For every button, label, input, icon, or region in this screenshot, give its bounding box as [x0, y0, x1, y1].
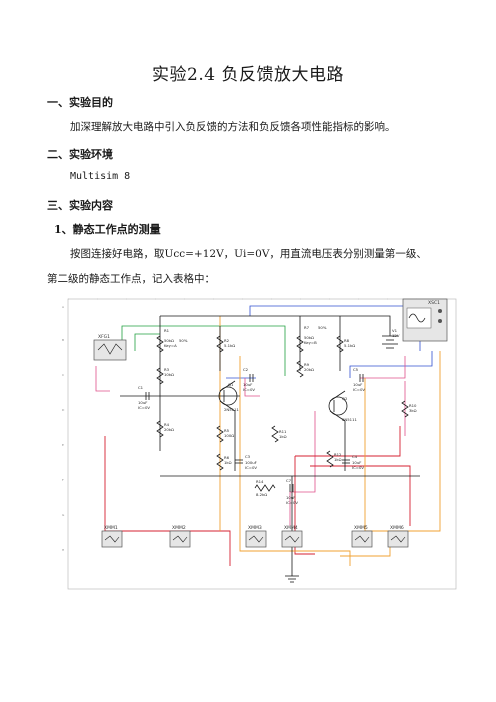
value-r4: 20kΩ	[164, 427, 174, 432]
wire-black	[120, 315, 420, 583]
value-c7: 10uF	[286, 495, 295, 500]
svg-text:H: H	[62, 548, 64, 552]
svg-text:D: D	[62, 408, 65, 412]
svg-text:F: F	[62, 478, 64, 482]
capacitors	[145, 374, 364, 492]
ic-c4: IC=0V	[352, 465, 364, 470]
oscilloscope-xsc1	[402, 298, 448, 342]
multimeter-label-3: XMM3	[248, 525, 262, 531]
multimeter-label-1: XMM1	[104, 525, 118, 531]
function-generator-xfg1	[93, 339, 127, 361]
label-c1: C1	[138, 385, 144, 390]
value-r7: 50kΩ	[304, 335, 314, 340]
value-c5: 10uF	[353, 382, 362, 387]
label-r6: R6	[224, 455, 230, 460]
sheet-frame	[67, 298, 457, 590]
label-r2: R2	[224, 338, 230, 343]
value-r1: 50kΩ	[164, 338, 174, 343]
value-c3: 100uF	[245, 460, 257, 465]
value-r11: 1kΩ	[279, 434, 287, 439]
percent-r7: 50%	[318, 325, 327, 330]
label-r7: R7	[304, 325, 310, 330]
instruction-line-2: 第二级的静态工作点，记入表格中：	[47, 273, 215, 285]
value-r12: 1kΩ	[334, 457, 342, 462]
svg-text:G: G	[62, 513, 65, 517]
multimeter-label-2: XMM2	[172, 525, 186, 531]
resistors	[156, 335, 409, 492]
label-c7: C7	[286, 478, 292, 483]
value-r8: 5.1kΩ	[344, 343, 355, 348]
wire-blue	[226, 305, 433, 379]
value-r5: 100Ω	[224, 433, 234, 438]
value-c2: 10uF	[243, 382, 252, 387]
model-q1: 2N5111	[224, 407, 240, 412]
label-r3: R3	[164, 367, 170, 372]
ruler-ticks: A B C D E F G H	[62, 305, 65, 552]
page-title: 实验2.4 负反馈放大电路	[152, 65, 344, 85]
section-heading-content: 三、实验内容	[47, 199, 113, 212]
value-r9: 20kΩ	[304, 367, 314, 372]
battery-v1	[382, 335, 398, 349]
circuit-schematic: A B C D E F G H	[62, 298, 457, 590]
label-r8: R8	[344, 338, 350, 343]
value-r10: 3kΩ	[409, 408, 417, 413]
label-v1: V1	[392, 328, 398, 333]
wire-green	[121, 325, 286, 376]
key-r1: Key=A	[164, 343, 177, 348]
section-heading-environment: 二、实验环境	[47, 148, 113, 161]
multimeter-symbols	[104, 535, 406, 543]
transistors	[218, 386, 348, 416]
multimeter-label-6: XMM6	[390, 525, 404, 531]
ic-c5: IC=0V	[353, 387, 365, 392]
label-r9: R9	[304, 362, 310, 367]
label-q1: Q1	[228, 382, 234, 387]
label-c4: C4	[352, 454, 358, 459]
value-r2: 5.1kΩ	[224, 343, 235, 348]
label-c2: C2	[243, 367, 249, 372]
multimeters	[101, 530, 409, 548]
multimeter-label-4: XMM4	[284, 525, 298, 531]
model-q2: 2N5111	[342, 417, 358, 422]
svg-text:E: E	[62, 443, 64, 447]
value-v1: 12V	[392, 333, 400, 338]
section-heading-objective: 一、实验目的	[47, 96, 113, 109]
svg-text:A: A	[62, 305, 65, 309]
ic-c3: IC=0V	[245, 465, 257, 470]
label-r11: R11	[279, 429, 287, 434]
value-c4: 10uF	[352, 460, 361, 465]
label-r4: R4	[164, 422, 170, 427]
wire-pink	[95, 356, 406, 526]
label-c3: C3	[245, 454, 251, 459]
value-r14: 8.2kΩ	[256, 492, 267, 497]
function-generator-label: XFG1	[98, 334, 110, 340]
multimeter-label-5: XMM5	[354, 525, 368, 531]
ic-c7: IC=0V	[286, 500, 298, 505]
label-q2: Q2	[342, 396, 348, 401]
label-r1: R1	[164, 328, 170, 333]
subsection-heading: 1、静态工作点的测量	[54, 223, 161, 236]
label-r10: R10	[409, 403, 417, 408]
label-r5: R5	[224, 428, 230, 433]
svg-text:B: B	[62, 338, 64, 342]
oscilloscope-label: XSC1	[428, 300, 440, 306]
value-r3: 10kΩ	[164, 372, 174, 377]
label-r14: R14	[256, 479, 264, 484]
percent-r1: 50%	[179, 338, 188, 343]
objective-text: 加深理解放大电路中引入负反馈的方法和负反馈各项性能指标的影响。	[70, 121, 396, 133]
value-c1: 10uF	[138, 400, 147, 405]
wire-red	[104, 426, 411, 566]
label-r12: R12	[334, 452, 342, 457]
key-r7: Key=B	[304, 340, 317, 345]
ic-c2: IC=0V	[243, 387, 255, 392]
svg-text:C: C	[62, 373, 64, 377]
value-r6: 1kΩ	[224, 460, 232, 465]
instruction-line-1: 按图连接好电路，取Ucc=+12V，Ui=0V，用直流电压表分别测量第一级、	[70, 248, 427, 260]
label-c5: C5	[353, 367, 359, 372]
ic-c1: IC=0V	[138, 405, 150, 410]
environment-text: Multisim 8	[70, 171, 131, 182]
